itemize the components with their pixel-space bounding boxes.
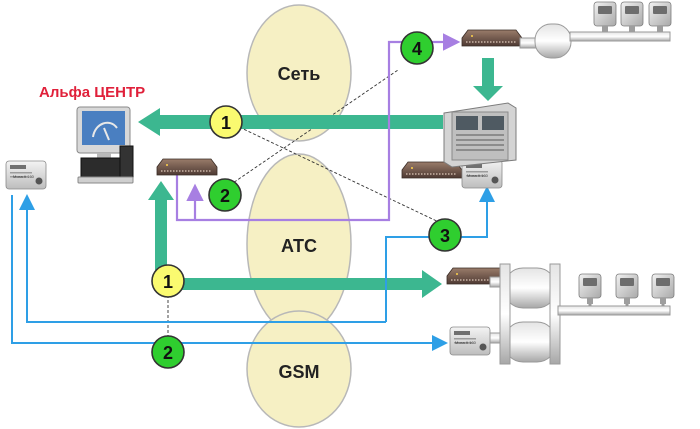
badge-2-gsm: 2 (151, 335, 185, 369)
badge-4: 4 (400, 31, 434, 65)
network-ellipse-gsm (246, 310, 352, 428)
modem-top-icon (461, 29, 523, 47)
left-converter-icon: Moxa A 160 (5, 160, 47, 190)
meter-low-3-icon (651, 273, 675, 305)
controller-icon (443, 102, 517, 168)
label-gsm: GSM (278, 362, 319, 382)
meter-top-1-icon (593, 1, 617, 33)
svg-text:4: 4 (412, 39, 422, 59)
svg-text:Moxa A 160: Moxa A 160 (13, 174, 35, 179)
label-net: Сеть (278, 64, 321, 84)
meter-low-1-icon (578, 273, 602, 305)
badge-3: 3 (428, 218, 462, 252)
svg-text:Moxa A 160: Moxa A 160 (467, 173, 489, 178)
svg-text:1: 1 (221, 113, 231, 133)
badge-2-modem: 2 (208, 178, 242, 212)
computer-icon (76, 106, 134, 184)
top-pipeline (519, 23, 671, 59)
converter-middle-icon: Moxa A 160 (461, 159, 503, 189)
converter-lower-icon: Moxa A 160 (449, 326, 491, 356)
network-ellipse-net (246, 4, 352, 142)
badge-1-net: 1 (209, 105, 243, 139)
svg-text:Moxa A 160: Moxa A 160 (455, 340, 477, 345)
meter-low-2-icon (615, 273, 639, 305)
label-ats: АТС (281, 236, 317, 256)
badge-1-ats: 1 (151, 264, 185, 298)
svg-text:2: 2 (220, 186, 230, 206)
meter-top-3-icon (648, 1, 672, 33)
meter-top-2-icon (620, 1, 644, 33)
svg-text:1: 1 (163, 272, 173, 292)
svg-text:2: 2 (163, 343, 173, 363)
system-title: Альфа ЦЕНТР (39, 84, 145, 101)
lower-pipeline (489, 263, 671, 365)
svg-text:3: 3 (440, 226, 450, 246)
pc-modem-icon (156, 158, 218, 176)
